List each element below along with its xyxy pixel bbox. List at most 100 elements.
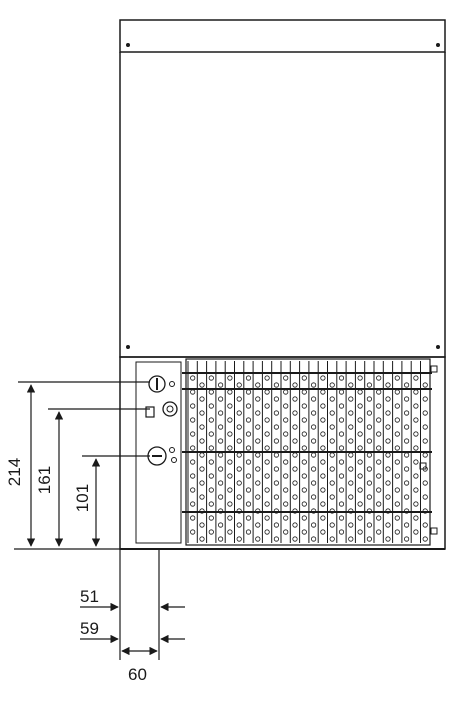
grille-louver [227, 501, 233, 507]
grille-louver [264, 487, 270, 493]
grille-louver [348, 466, 354, 472]
grille-louver [190, 515, 196, 521]
grille-louver [292, 508, 298, 514]
grille-louver [422, 536, 428, 542]
grille-louver [320, 403, 326, 409]
grille-louver [245, 403, 252, 409]
grille-louver [227, 529, 233, 535]
grille-louver [264, 445, 270, 451]
grille-louver [320, 417, 326, 423]
grille-screw [430, 365, 438, 373]
grille-louver [199, 424, 205, 430]
grille-louver [283, 487, 289, 493]
grille-louver [394, 459, 400, 465]
grille-louver [236, 382, 242, 388]
grille-louver [218, 382, 224, 388]
grille-louver [236, 410, 242, 416]
grille-louver [394, 445, 400, 451]
dim-label-51: 51 [80, 587, 99, 606]
grille-louver [218, 396, 224, 402]
grille-louver [394, 375, 400, 381]
grille-louver [218, 536, 224, 542]
grille-louver [320, 375, 326, 381]
grille-louver [403, 396, 410, 402]
grille-louver [218, 480, 224, 486]
grille-louver [301, 501, 307, 507]
grille-louver [357, 375, 363, 381]
grille-louver [376, 417, 382, 423]
grille-louver [264, 417, 270, 423]
grille-louver [338, 487, 345, 493]
grille-louver [301, 403, 307, 409]
grille-louver [245, 417, 252, 423]
grille-louver [422, 382, 428, 388]
grille-louver [245, 375, 252, 381]
grille-louver [403, 508, 410, 514]
grille-louver [422, 480, 428, 486]
grille-louver [357, 487, 363, 493]
grille-louver [338, 431, 345, 437]
grille-louver [264, 375, 270, 381]
grille-louver [357, 473, 363, 479]
grille-louver [422, 452, 428, 458]
grille-louver [422, 410, 428, 416]
grille-louver [218, 522, 224, 528]
grille-louver [301, 417, 307, 423]
grille-louver [413, 501, 419, 507]
grille-louver [301, 529, 307, 535]
grille-louver [227, 389, 233, 395]
grille-louver [292, 452, 298, 458]
grille-louver [338, 417, 345, 423]
grille-louver [357, 445, 363, 451]
grille-louver [236, 480, 242, 486]
grille-louver [255, 536, 261, 542]
grille-louver [301, 431, 307, 437]
grille-louver [310, 466, 317, 472]
grille-louver [422, 508, 428, 514]
grille-louver [208, 417, 214, 423]
grille-louver [199, 438, 205, 444]
grille-louver [338, 529, 345, 535]
grille-louver [403, 410, 410, 416]
grille-louver [310, 508, 317, 514]
grille-louver [301, 473, 307, 479]
grille-louver [227, 431, 233, 437]
grille-louver [208, 501, 214, 507]
grille-louver [264, 529, 270, 535]
grille-louver [199, 410, 205, 416]
grille-louver [320, 501, 326, 507]
grille-louver [338, 515, 345, 521]
grille-louver [245, 431, 252, 437]
grille-louver [329, 508, 335, 514]
grille-louver [403, 522, 410, 528]
grille-louver [348, 410, 354, 416]
grille-louver [320, 389, 326, 395]
grille-louver [273, 522, 279, 528]
grille-louver [394, 417, 400, 423]
grille-louver [422, 424, 428, 430]
grille-louver [273, 494, 279, 500]
grille-louver [190, 459, 196, 465]
grille-louver [413, 403, 419, 409]
grille-louver [338, 375, 345, 381]
grille-louver [366, 396, 372, 402]
grille-louver [283, 459, 289, 465]
grille-louver [366, 494, 372, 500]
grille-louver [413, 389, 419, 395]
grille-louver [255, 424, 261, 430]
grille-louver [236, 438, 242, 444]
grille-louver [273, 424, 279, 430]
grille-louver [310, 396, 317, 402]
grille-louver [366, 536, 372, 542]
grille-louver [245, 529, 252, 535]
grille-louver [190, 403, 196, 409]
grille-louver [348, 536, 354, 542]
connection-port-upper [148, 375, 175, 393]
grille-louver [199, 494, 205, 500]
grille-louver [292, 494, 298, 500]
grille-louver [190, 445, 196, 451]
grille-louver [245, 501, 252, 507]
grille-louver [208, 403, 214, 409]
grille-louver [338, 389, 345, 395]
grille-louver [338, 501, 345, 507]
